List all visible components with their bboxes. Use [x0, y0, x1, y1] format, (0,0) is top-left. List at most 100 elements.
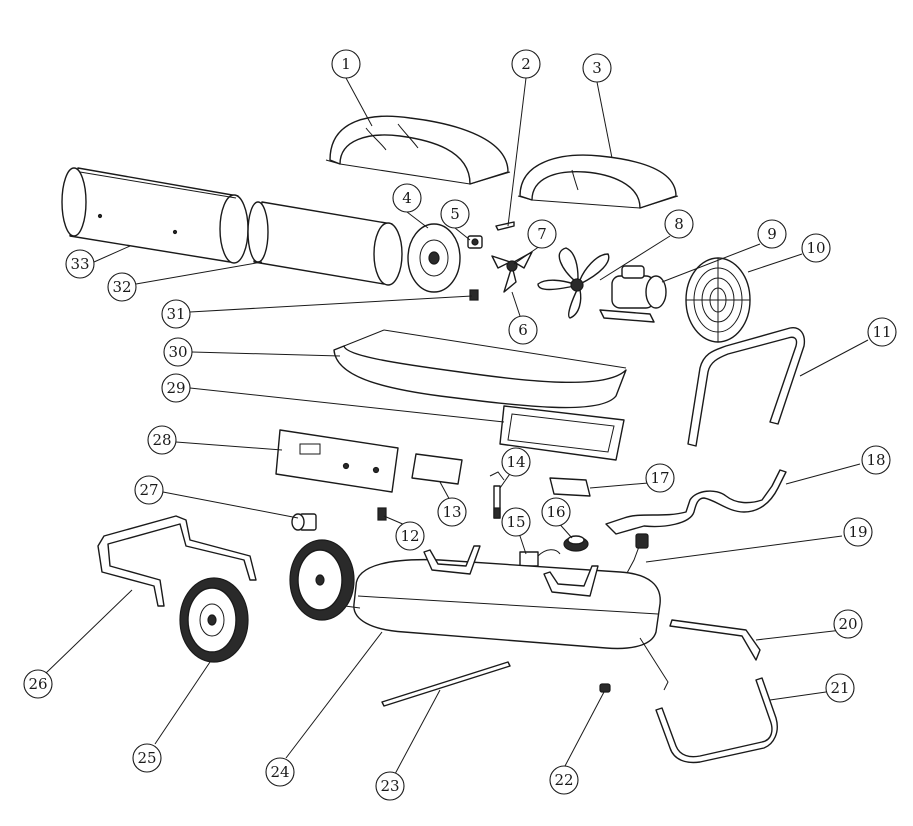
svg-text:18: 18 [866, 451, 885, 469]
callout-27: 27 [134, 475, 164, 505]
bracket [469, 289, 479, 301]
fan-blade [537, 247, 610, 319]
svg-text:13: 13 [442, 503, 461, 521]
wheel-right [289, 539, 355, 621]
callout-26: 26 [23, 669, 53, 699]
lower-shell [333, 329, 627, 409]
svg-text:15: 15 [506, 513, 525, 531]
axle-rod [381, 661, 511, 707]
upper-shell-left [325, 115, 511, 185]
callout-7: 7 [527, 219, 557, 249]
svg-text:4: 4 [402, 189, 412, 207]
ignition-transformer [549, 477, 591, 497]
fuel-cap [563, 535, 589, 552]
callout-20: 20 [833, 609, 863, 639]
fan-guard [685, 257, 751, 343]
svg-text:28: 28 [152, 431, 171, 449]
callout-30: 30 [163, 337, 193, 367]
callout-16: 16 [541, 497, 571, 527]
svg-text:33: 33 [70, 255, 89, 273]
svg-text:12: 12 [400, 527, 419, 545]
leader-lines [44, 77, 869, 775]
svg-text:11: 11 [872, 323, 891, 341]
svg-text:22: 22 [554, 771, 573, 789]
svg-text:9: 9 [767, 225, 777, 243]
callout-8: 8 [664, 209, 694, 239]
fuel-line [605, 469, 787, 535]
callout-14: 14 [501, 447, 531, 477]
callout-6: 6 [508, 315, 538, 345]
small-fan [491, 251, 533, 293]
filter-frame [499, 405, 625, 461]
svg-text:27: 27 [139, 481, 158, 499]
parts [61, 115, 806, 764]
support-bar-u [655, 677, 778, 764]
svg-text:3: 3 [592, 59, 602, 77]
thermostat-knob [291, 513, 317, 531]
svg-text:31: 31 [166, 305, 185, 323]
fuel-tank [299, 545, 669, 691]
callout-29: 29 [161, 373, 191, 403]
nut [599, 683, 611, 693]
svg-text:29: 29 [166, 379, 185, 397]
svg-text:26: 26 [28, 675, 47, 693]
callout-31: 31 [161, 299, 191, 329]
callout-32: 32 [107, 272, 137, 302]
cover-plate [411, 453, 463, 485]
callout-13: 13 [437, 497, 467, 527]
support-bar-upper [669, 619, 761, 661]
callout-9: 9 [757, 219, 787, 249]
svg-text:32: 32 [112, 278, 131, 296]
callout-10: 10 [801, 233, 831, 263]
motor [599, 265, 667, 323]
wheel-left [179, 577, 249, 663]
callout-28: 28 [147, 425, 177, 455]
combustion-chamber [247, 201, 403, 286]
svg-text:1: 1 [341, 55, 351, 73]
callout-33: 33 [65, 249, 95, 279]
callout-12: 12 [395, 521, 425, 551]
callout-17: 17 [645, 463, 675, 493]
callout-19: 19 [843, 517, 873, 547]
flame-sensor [489, 471, 505, 519]
callout-15: 15 [501, 507, 531, 537]
nozzle [467, 235, 483, 249]
callout-1: 1 [331, 49, 361, 79]
svg-text:30: 30 [168, 343, 187, 361]
power-switch [377, 507, 387, 521]
svg-text:5: 5 [450, 205, 460, 223]
callout-18: 18 [861, 445, 891, 475]
svg-text:23: 23 [380, 777, 399, 795]
control-panel [275, 429, 399, 493]
svg-text:10: 10 [806, 239, 825, 257]
ignition-rod [495, 221, 515, 231]
svg-text:24: 24 [270, 763, 289, 781]
svg-text:20: 20 [838, 615, 857, 633]
callout-23: 23 [375, 771, 405, 801]
svg-text:2: 2 [521, 55, 531, 73]
svg-text:7: 7 [537, 225, 547, 243]
svg-text:8: 8 [674, 215, 684, 233]
callout-2: 2 [511, 49, 541, 79]
svg-text:6: 6 [518, 321, 528, 339]
svg-text:19: 19 [848, 523, 867, 541]
handle [687, 327, 806, 447]
callout-24: 24 [265, 757, 295, 787]
svg-text:21: 21 [830, 679, 849, 697]
callout-22: 22 [549, 765, 579, 795]
outer-shell-cylinder [61, 167, 249, 264]
callout-25: 25 [132, 743, 162, 773]
wheel-frame [97, 515, 257, 607]
svg-text:25: 25 [137, 749, 156, 767]
callout-4: 4 [392, 183, 422, 213]
callout-21: 21 [825, 673, 855, 703]
callout-3: 3 [582, 53, 612, 83]
svg-text:16: 16 [546, 503, 565, 521]
burner-head [407, 223, 461, 293]
svg-text:17: 17 [650, 469, 669, 487]
upper-shell-right [517, 154, 679, 209]
svg-text:14: 14 [506, 453, 525, 471]
pump-fitting [519, 549, 561, 567]
callouts: 1 2 3 4 5 6 7 8 9 10 11 12 13 14 15 16 1… [23, 49, 897, 801]
